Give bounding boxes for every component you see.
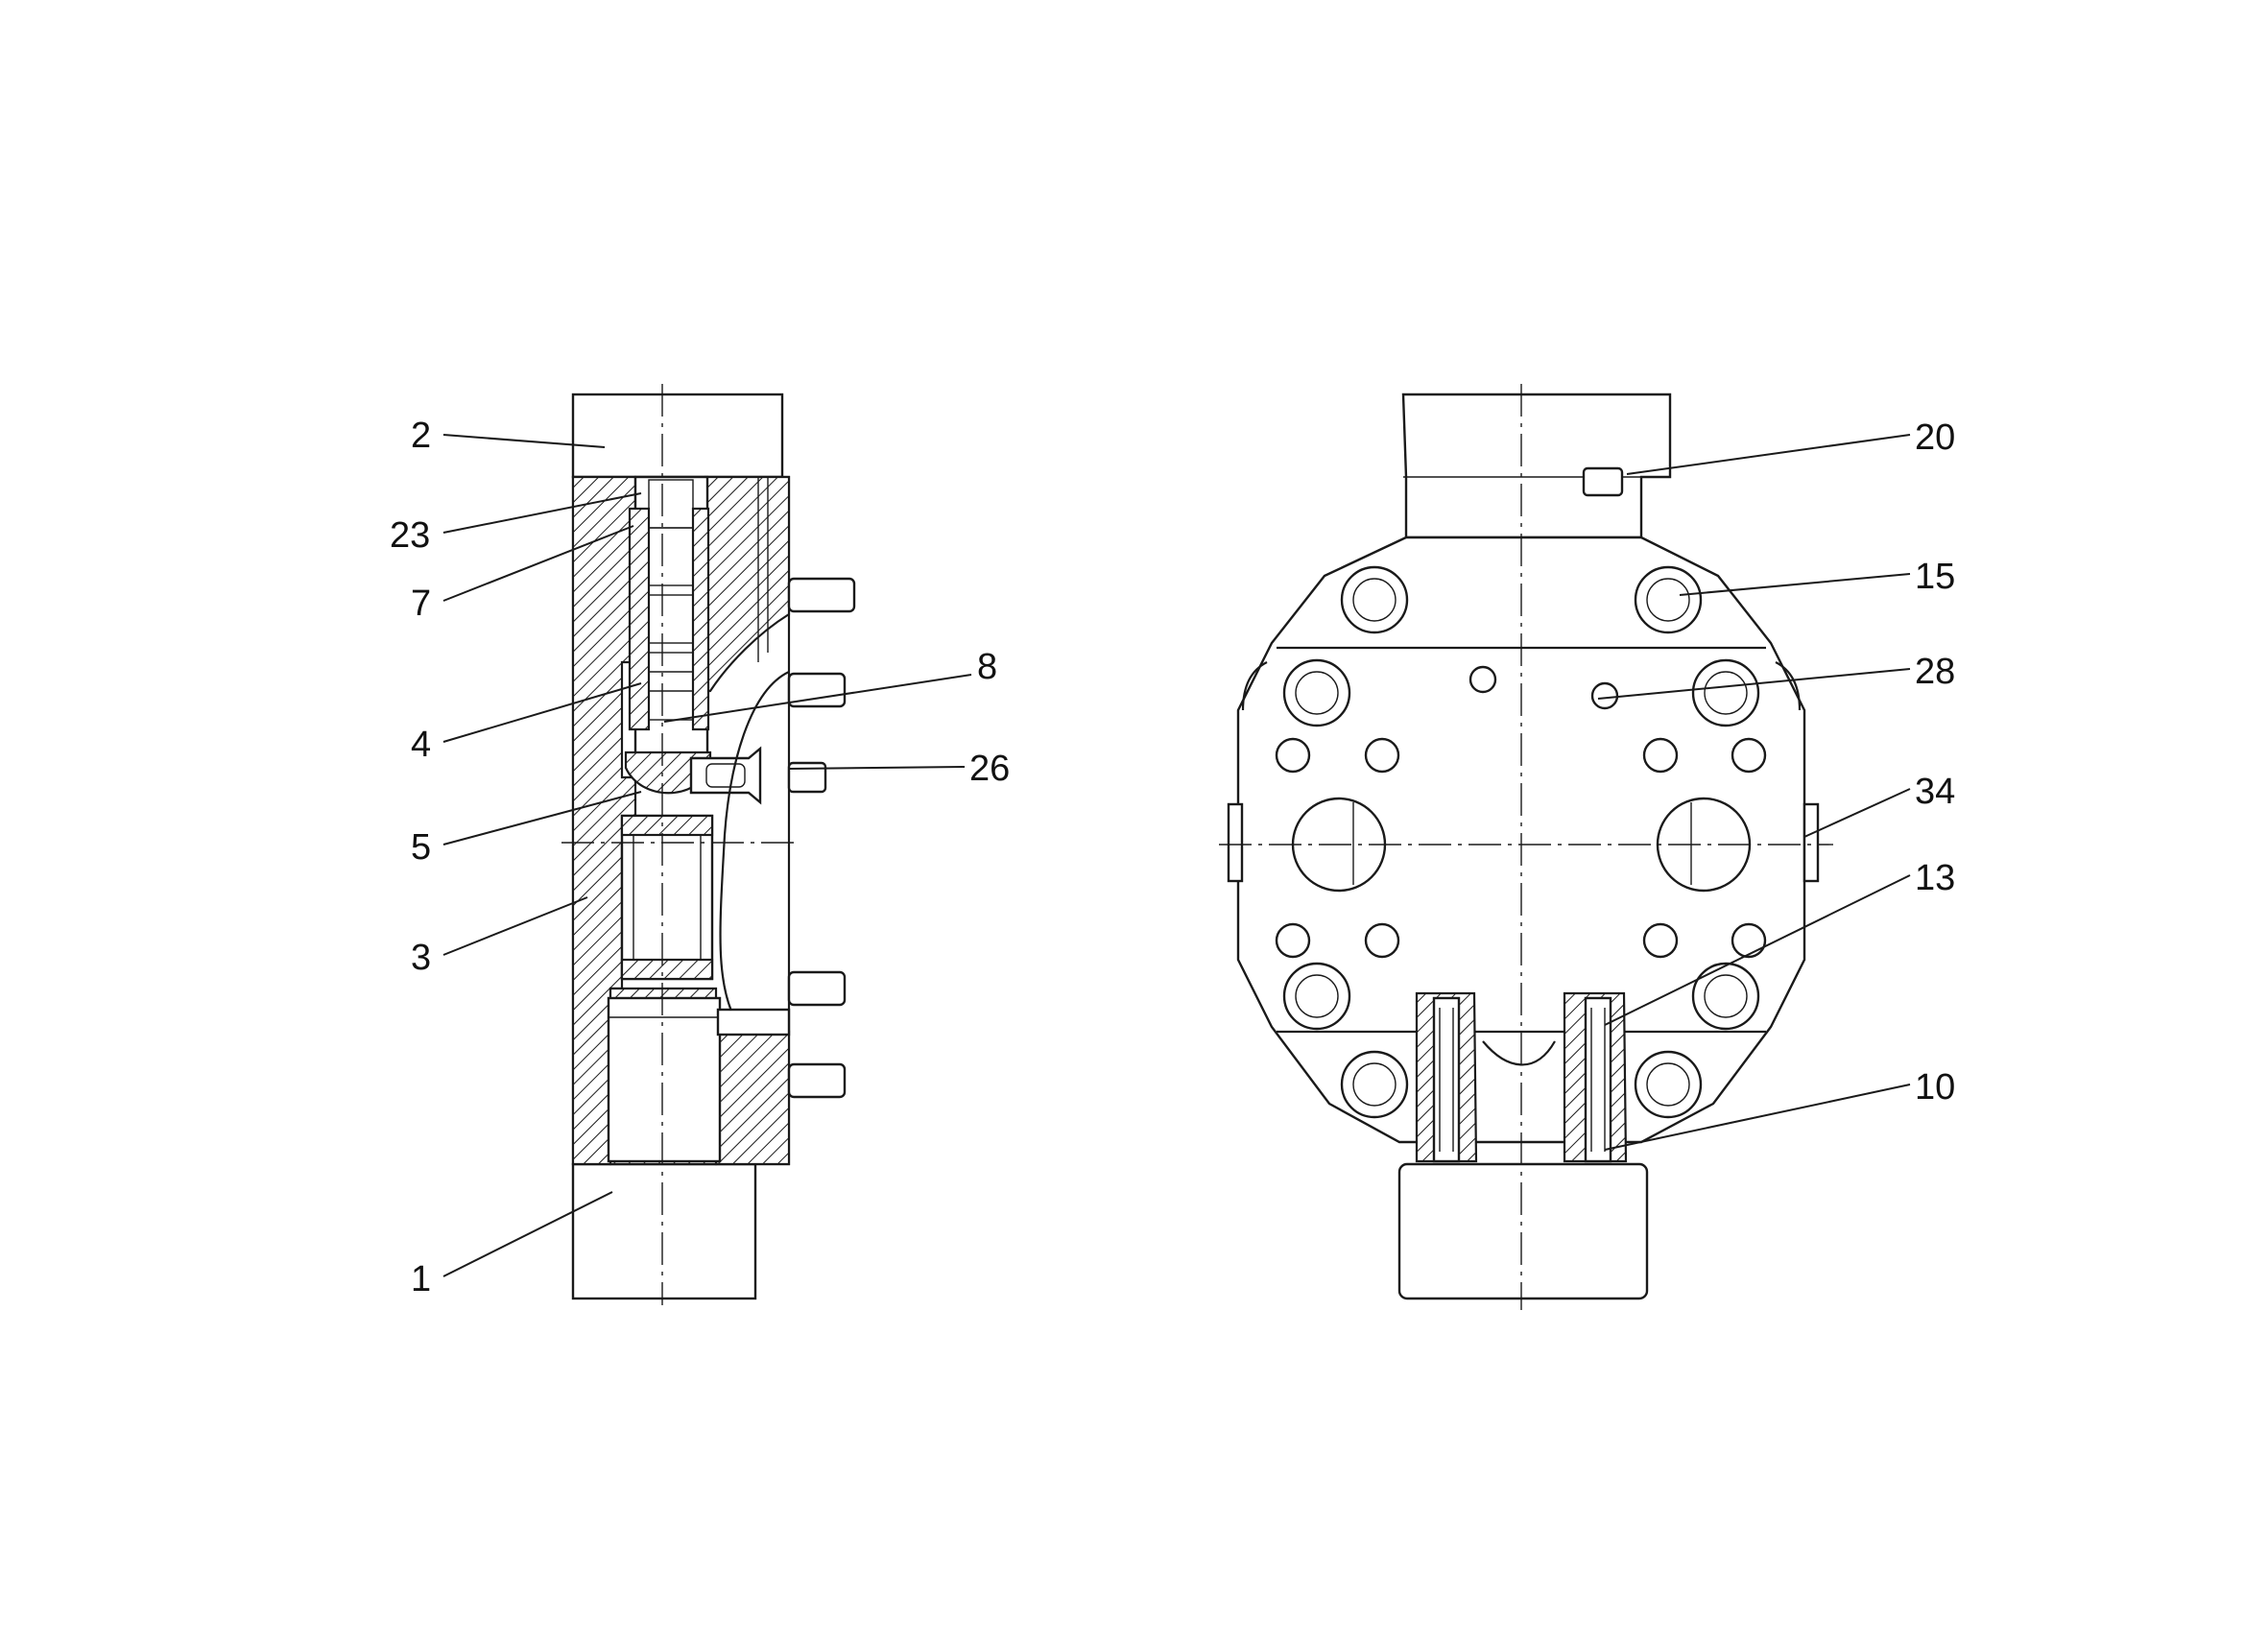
inner-curve (719, 671, 790, 1034)
bottom-shaft (571, 1162, 757, 1300)
small-holes (1275, 665, 1767, 959)
lower-piston (620, 814, 714, 981)
top-fitting (1582, 466, 1624, 497)
label-part-23: 23 (390, 515, 430, 556)
label-part-34: 34 (1915, 772, 1955, 812)
label-part-15: 15 (1915, 557, 1955, 597)
label-part-7: 7 (411, 584, 431, 624)
lower-insert (607, 996, 722, 1163)
bottom-cartridges (1415, 991, 1628, 1163)
right-lower-section (714, 1014, 791, 1166)
label-part-28: 28 (1915, 652, 1955, 692)
label-part-1: 1 (411, 1259, 431, 1299)
top-shaft (571, 393, 784, 479)
label-part-10: 10 (1915, 1067, 1955, 1108)
label-part-13: 13 (1915, 858, 1955, 898)
plunger-bore (628, 507, 651, 731)
leader-lines (442, 434, 1911, 1277)
right-studs (716, 577, 856, 1099)
label-part-20: 20 (1915, 417, 1955, 458)
top-neck (1401, 393, 1672, 539)
label-part-3: 3 (411, 938, 431, 978)
bottom-neck (1397, 1162, 1649, 1300)
label-part-8: 8 (977, 647, 997, 687)
label-part-4: 4 (411, 725, 431, 765)
sectional-view (561, 384, 856, 1305)
label-part-5: 5 (411, 827, 431, 868)
right-upper-section (704, 475, 791, 693)
side-valve (689, 746, 762, 805)
front-view (1219, 384, 1833, 1310)
side-tab-right (1802, 802, 1820, 883)
label-part-2: 2 (411, 416, 431, 456)
label-part-26: 26 (969, 749, 1010, 789)
side-tab-left (1227, 802, 1244, 883)
large-bolts (1282, 565, 1760, 1119)
part-labels: 2 23 7 4 8 26 5 3 1 20 15 28 34 13 10 (390, 416, 1955, 1299)
